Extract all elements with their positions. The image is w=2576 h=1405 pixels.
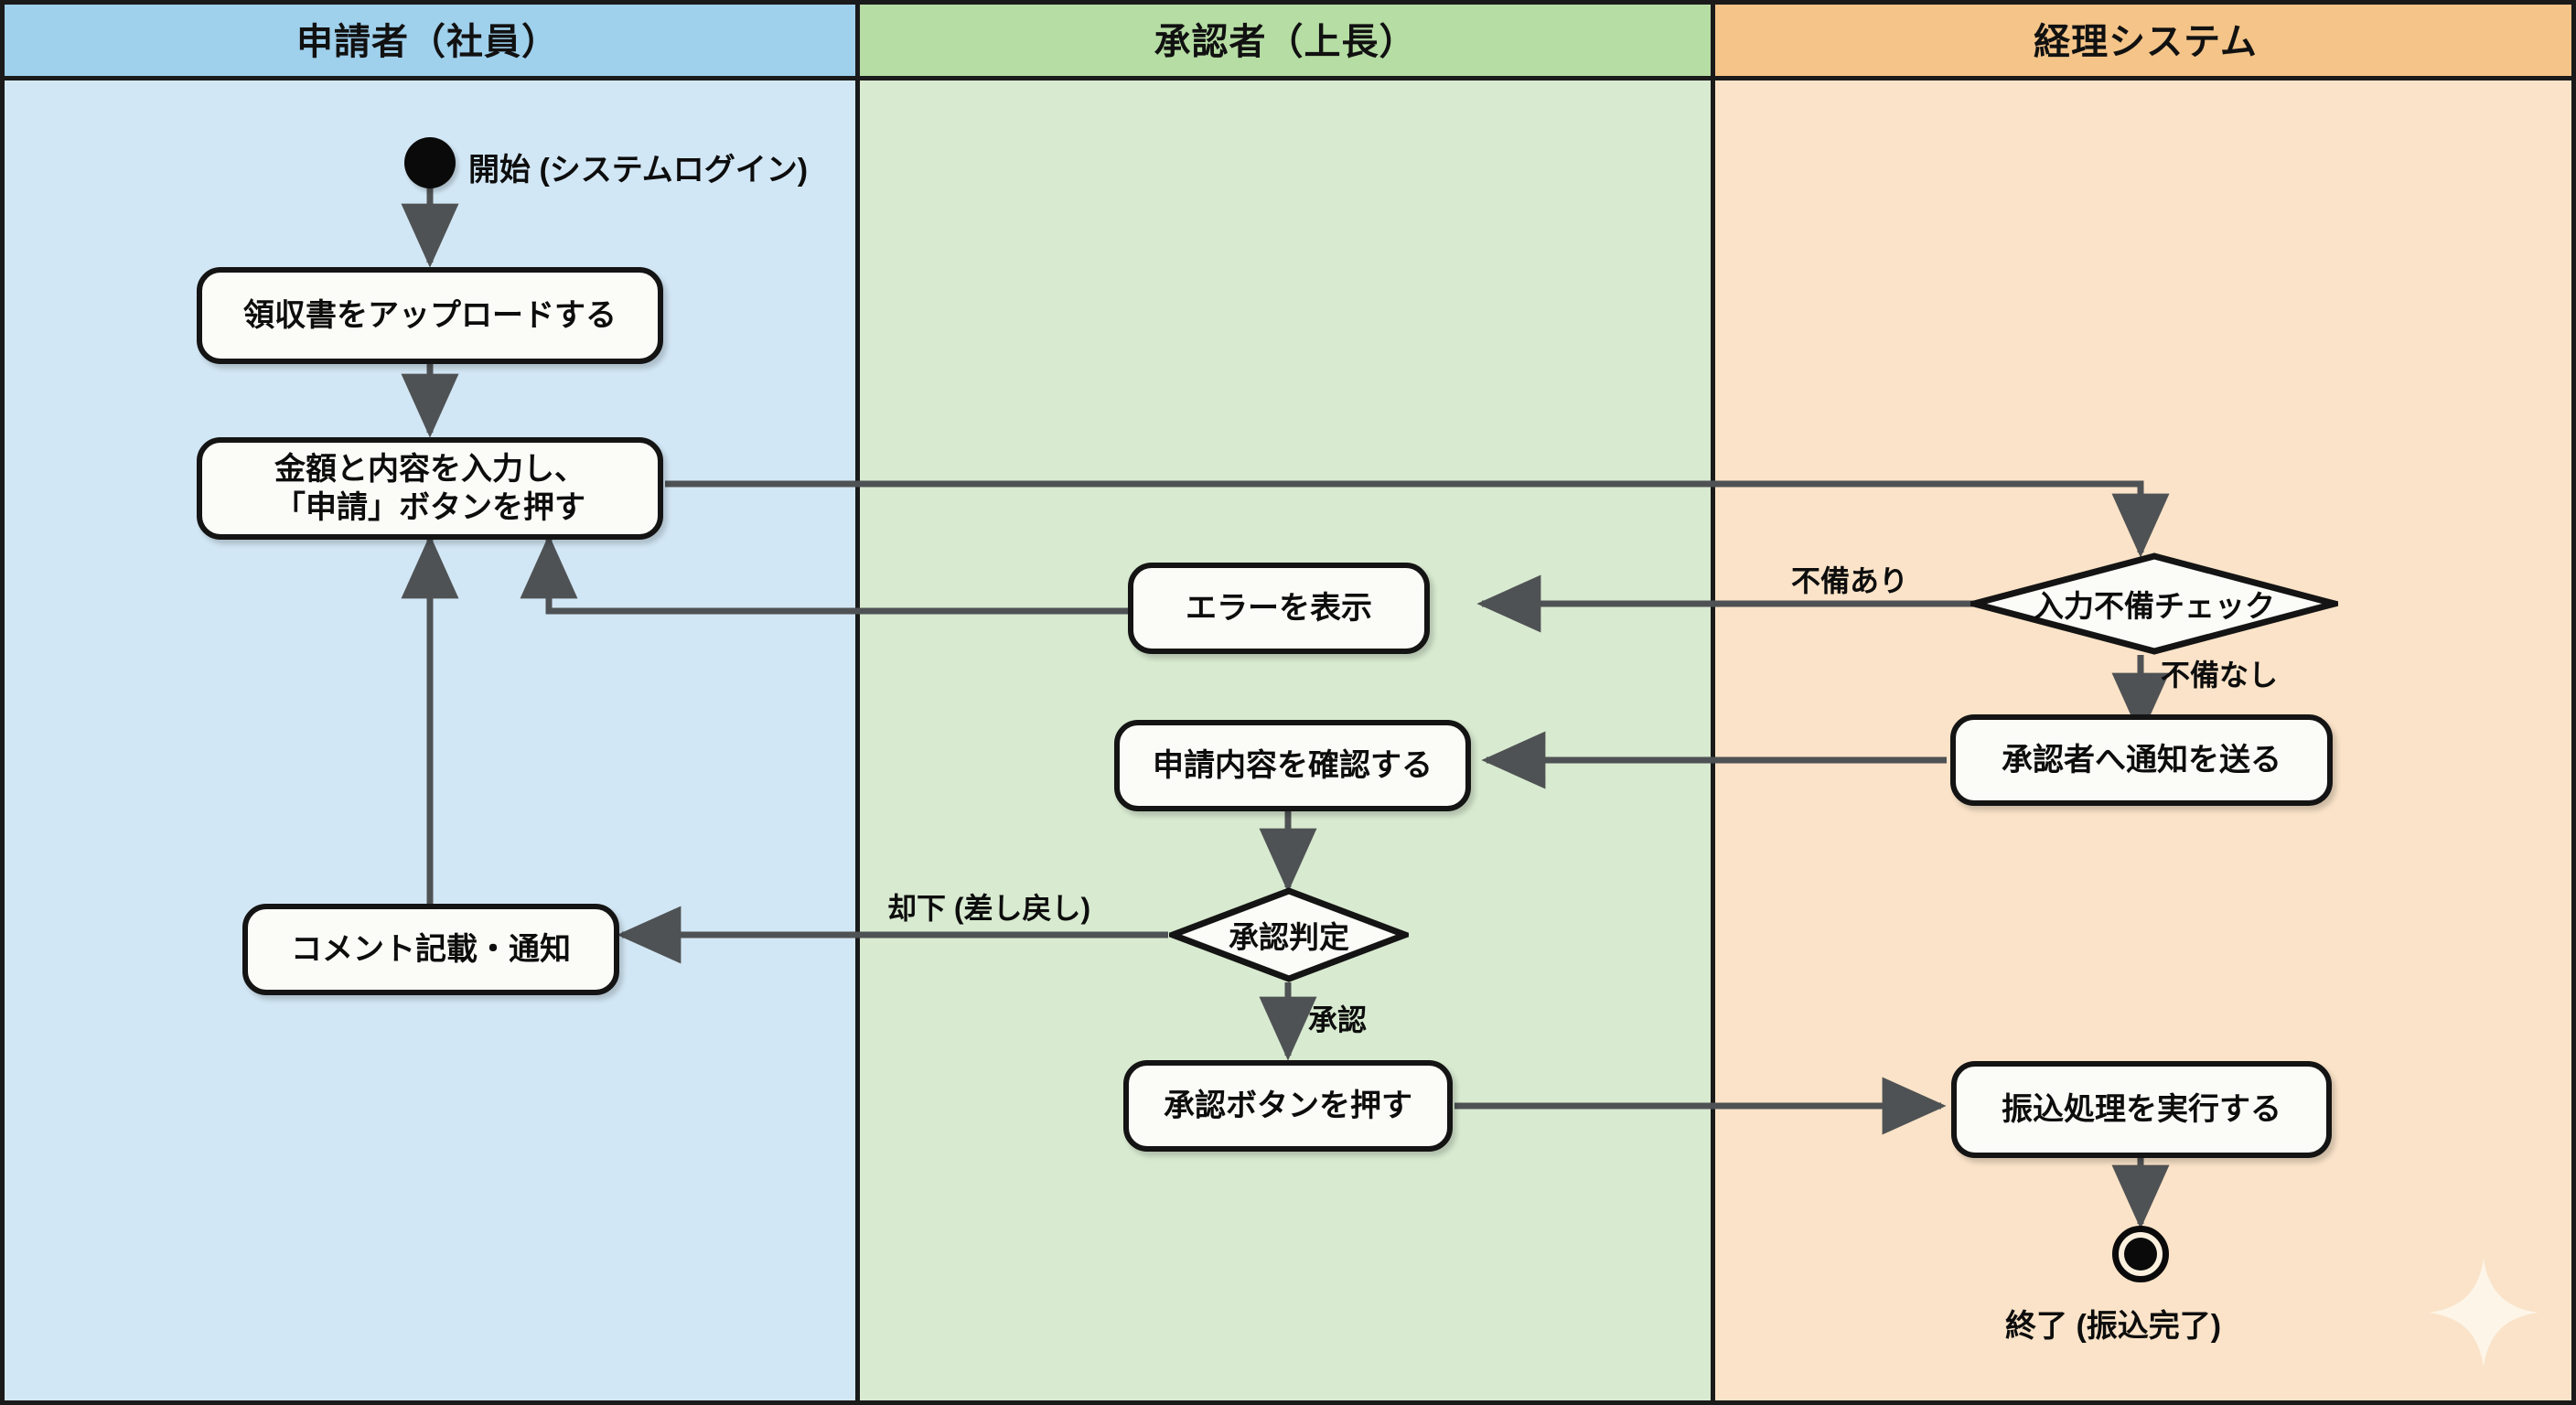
decision-node-judge-shape <box>1169 887 1409 982</box>
process-node-notify[interactable]: 承認者へ通知を送る <box>1950 714 2333 806</box>
process-node-transfer[interactable]: 振込処理を実行する <box>1951 1061 2332 1158</box>
process-node-submit[interactable]: 金額と内容を入力し、 「申請」ボタンを押す <box>197 437 663 540</box>
decision-node-validate-shape <box>1970 552 2338 655</box>
process-node-approve-button[interactable]: 承認ボタンを押す <box>1123 1060 1453 1152</box>
process-node-submit-label: 金額と内容を入力し、 「申請」ボタンを押す <box>274 451 585 526</box>
end-node-icon <box>2112 1226 2169 1282</box>
decision-node-judge-label: 承認判定 <box>1229 920 1349 954</box>
swimlane-title-approver: 承認者（上長） <box>1154 21 1417 62</box>
process-node-upload-label: 領収書をアップロードする <box>243 297 617 333</box>
process-node-notify-label: 承認者へ通知を送る <box>2002 742 2281 778</box>
process-node-transfer-label: 振込処理を実行する <box>2002 1091 2281 1127</box>
edge-label-reject: 却下 (差し戻し) <box>887 892 1091 925</box>
process-node-approve-button-label: 承認ボタンを押す <box>1164 1088 1412 1123</box>
process-node-comment[interactable]: コメント記載・通知 <box>242 904 619 995</box>
decision-node-validate-label: 入力不備チェック <box>2034 589 2275 623</box>
swimlane-title-accounting: 経理システム <box>2034 21 2258 62</box>
process-node-comment-label: コメント記載・通知 <box>291 931 571 967</box>
decision-node-judge[interactable]: 承認判定 <box>1169 887 1409 982</box>
swimlane-applicant: 申請者（社員） <box>0 0 860 1405</box>
swimlane-header-approver: 承認者（上長） <box>860 0 1711 80</box>
process-node-review[interactable]: 申請内容を確認する <box>1114 720 1471 811</box>
start-node-icon <box>404 137 456 188</box>
swimlane-title-applicant: 申請者（社員） <box>296 21 559 62</box>
edge-label-approve: 承認 <box>1308 1003 1368 1036</box>
process-node-error[interactable]: エラーを表示 <box>1128 563 1430 654</box>
decision-node-validate[interactable]: 入力不備チェック <box>1970 552 2338 655</box>
swimlane-approver: 承認者（上長） <box>860 0 1715 1405</box>
process-node-error-label: エラーを表示 <box>1186 590 1372 626</box>
edge-label-defect-yes: 不備あり <box>1791 564 1909 597</box>
end-node-label: 終了 (振込完了) <box>2005 1309 2222 1344</box>
edge-label-defect-no: 不備なし <box>2161 659 2279 692</box>
swimlane-accounting: 経理システム <box>1715 0 2576 1405</box>
process-node-upload[interactable]: 領収書をアップロードする <box>197 267 663 364</box>
start-node-label: 開始 (システムログイン) <box>468 153 809 188</box>
process-node-review-label: 申請内容を確認する <box>1153 747 1433 783</box>
swimlane-header-applicant: 申請者（社員） <box>0 0 855 80</box>
swimlane-header-accounting: 経理システム <box>1715 0 2576 80</box>
